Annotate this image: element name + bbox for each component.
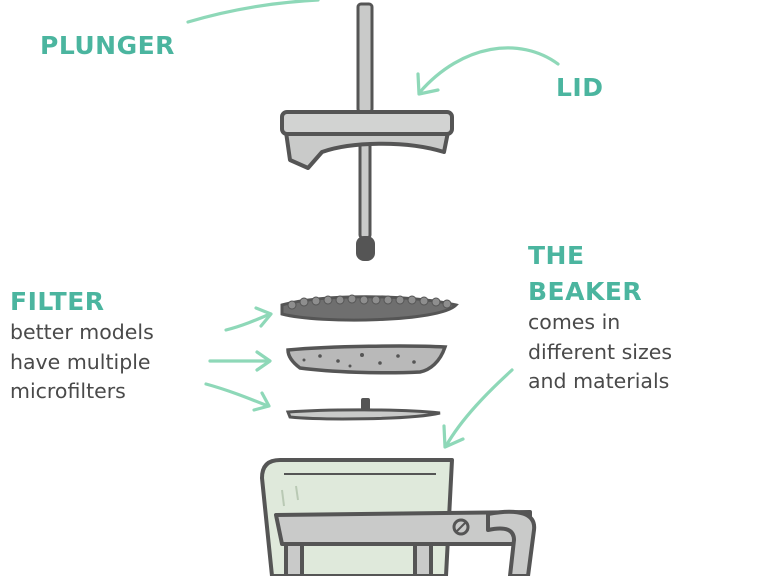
filter-label: FILTER (10, 287, 105, 316)
beaker-description: comes in different sizes and materials (528, 308, 672, 397)
beaker-description-line: and materials (528, 369, 670, 393)
beaker-label: THE BEAKER (528, 238, 642, 310)
beaker (260, 458, 537, 576)
beaker-label-line: BEAKER (528, 277, 643, 306)
beaker-description-line: comes in (528, 310, 621, 334)
filter-arrow-2 (208, 350, 272, 372)
arrows (186, 0, 560, 449)
filter-description-line: microfilters (10, 379, 126, 403)
plunger-label: PLUNGER (40, 31, 175, 60)
beaker-description-line: different sizes (528, 339, 673, 364)
beaker-arrow (442, 368, 514, 449)
filter-mesh (280, 294, 459, 322)
beaker-label-line: THE (528, 241, 585, 270)
filter-base (285, 398, 441, 421)
filter-plate (286, 344, 448, 375)
filter-description: better models have multiple microfilters (10, 318, 154, 407)
lid (280, 110, 454, 170)
filter-description-line: better models (10, 320, 154, 344)
beaker-frame (274, 509, 537, 576)
lid-label: LID (556, 73, 604, 102)
filter-description-line: have multiple (10, 349, 151, 374)
lid-arrow (416, 46, 560, 96)
filter-arrow-1 (224, 306, 273, 332)
plunger-arrow (186, 0, 320, 24)
filter-arrow-3 (204, 382, 271, 412)
